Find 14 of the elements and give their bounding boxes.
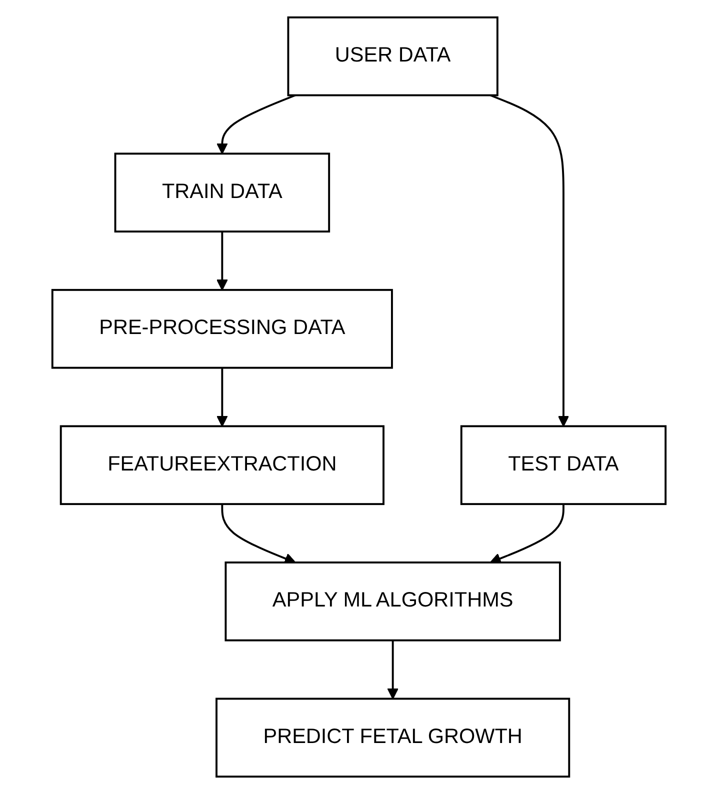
node-box: TEST DATA bbox=[460, 425, 667, 506]
node-box: PREDICT FETAL GROWTH bbox=[216, 698, 570, 778]
arrow bbox=[216, 94, 296, 154]
arrow bbox=[216, 232, 228, 290]
node-box: FEATUREEXTRACTION bbox=[60, 425, 384, 506]
node-box: USER DATA bbox=[287, 16, 498, 96]
node-box: APPLY ML ALGORITHMS bbox=[224, 562, 561, 642]
node-box: TRAIN DATA bbox=[114, 152, 330, 232]
arrow bbox=[221, 504, 296, 564]
arrow bbox=[216, 368, 228, 427]
arrow bbox=[387, 640, 399, 700]
arrow bbox=[490, 94, 570, 427]
node-box: PRE-PROCESSING DATA bbox=[51, 288, 393, 369]
arrow bbox=[490, 504, 564, 564]
